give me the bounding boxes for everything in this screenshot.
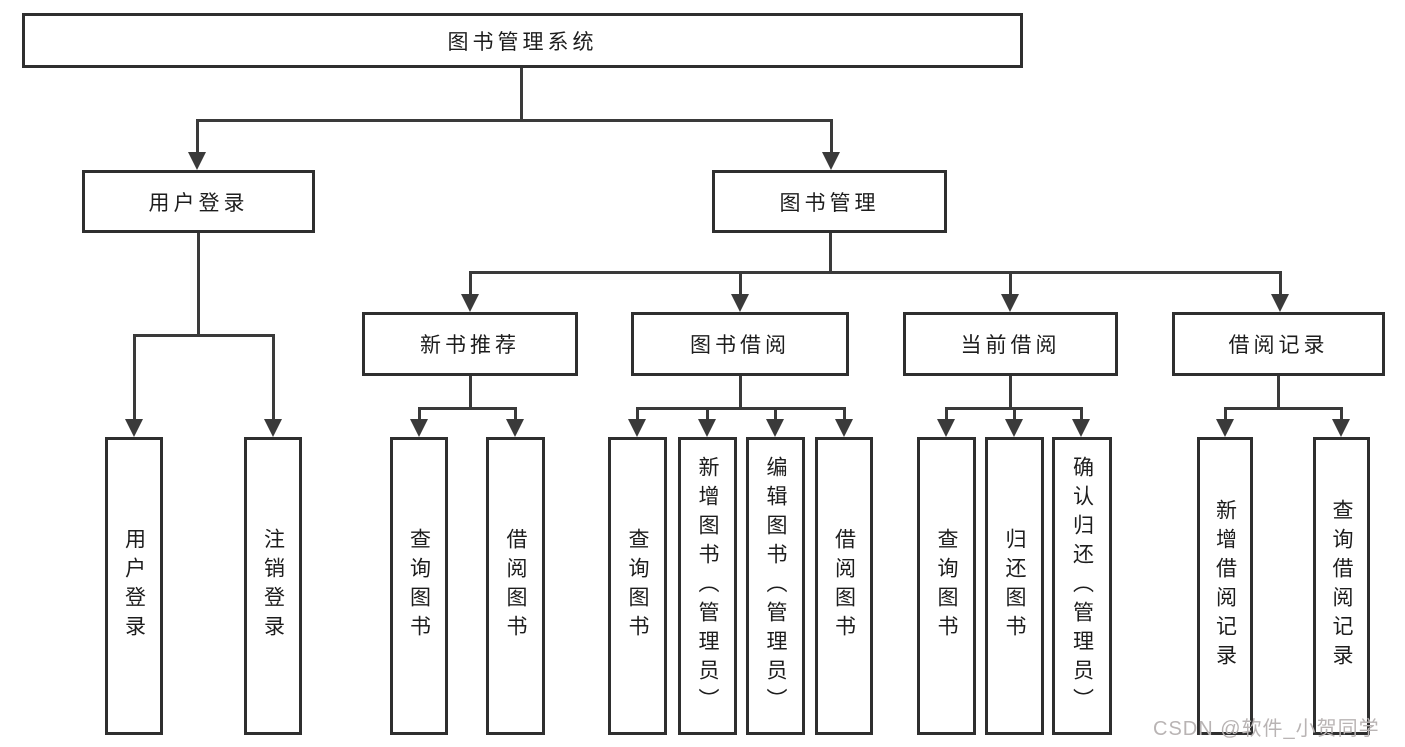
leaf-query-books-current-label: 查询图书 <box>935 528 958 644</box>
leaf-query-borrow-record-label: 查询借阅记录 <box>1330 499 1353 673</box>
node-user-login: 用户登录 <box>82 170 315 233</box>
arrowhead-down-icon <box>628 419 646 437</box>
leaf-logout: 注销登录 <box>244 437 302 735</box>
node-new-book-recommend-label: 新书推荐 <box>420 334 520 357</box>
connector-leaf-drop <box>843 407 846 421</box>
leaf-edit-books-admin: 编辑图书（管理员） <box>746 437 805 735</box>
node-root-label: 图书管理系统 <box>447 30 598 54</box>
arrowhead-down-icon <box>731 294 749 312</box>
connector-records-bar <box>1224 407 1343 410</box>
arrowhead-down-icon <box>822 152 840 170</box>
arrowhead-down-icon <box>506 419 524 437</box>
leaf-confirm-return-admin-label: 确认归还（管理员） <box>1070 455 1094 717</box>
node-current-borrowing: 当前借阅 <box>903 312 1118 376</box>
leaf-query-books-new: 查询图书 <box>390 437 448 735</box>
leaf-edit-books-admin-label: 编辑图书（管理员） <box>764 455 787 717</box>
leaf-borrow-books-borrowing: 借阅图书 <box>815 437 873 735</box>
connector-leaf-drop <box>1080 407 1083 421</box>
node-user-login-label: 用户登录 <box>148 191 249 215</box>
connector-root-stem <box>520 68 523 122</box>
leaf-borrow-books-new-label: 借阅图书 <box>504 528 527 644</box>
arrowhead-down-icon <box>410 419 428 437</box>
connector-new-books-bar <box>418 407 517 410</box>
node-book-borrowing-label: 图书借阅 <box>690 334 790 357</box>
connector-borrowing-bar <box>636 407 846 410</box>
node-root: 图书管理系统 <box>22 13 1023 68</box>
leaf-return-books: 归还图书 <box>985 437 1044 735</box>
connector-level2-bar <box>196 119 833 122</box>
connector-leaf-drop <box>272 334 275 420</box>
leaf-user-login: 用户登录 <box>105 437 163 735</box>
arrowhead-down-icon <box>125 419 143 437</box>
connector-level3-bar <box>469 271 1282 274</box>
arrowhead-down-icon <box>461 294 479 312</box>
leaf-return-books-label: 归还图书 <box>1003 528 1026 644</box>
arrowhead-down-icon <box>1072 419 1090 437</box>
connector-level3-drop <box>739 271 742 297</box>
node-book-management-label: 图书管理 <box>779 191 880 215</box>
connector-level3-drop <box>1279 271 1282 297</box>
connector-level3-drop <box>469 271 472 297</box>
node-current-borrowing-label: 当前借阅 <box>960 334 1061 357</box>
arrowhead-down-icon <box>835 419 853 437</box>
node-borrowing-records: 借阅记录 <box>1172 312 1385 376</box>
node-new-book-recommend: 新书推荐 <box>362 312 578 376</box>
connector-leaf-drop <box>636 407 639 421</box>
node-borrowing-records-label: 借阅记录 <box>1228 334 1329 357</box>
arrowhead-down-icon <box>188 152 206 170</box>
connector-leaf-drop <box>1224 407 1227 421</box>
arrowhead-down-icon <box>1005 419 1023 437</box>
connector-current-stem <box>1009 376 1012 410</box>
leaf-logout-label: 注销登录 <box>261 528 285 644</box>
connector-leaf-drop <box>514 407 517 421</box>
leaf-user-login-label: 用户登录 <box>122 528 146 644</box>
connector-level3-drop <box>1009 271 1012 297</box>
connector-leaf-drop <box>133 334 136 420</box>
connector-user-login-drop <box>196 119 199 153</box>
arrowhead-down-icon <box>264 419 282 437</box>
leaf-add-borrow-record-label: 新增借阅记录 <box>1213 499 1237 673</box>
leaf-borrow-books-borrowing-label: 借阅图书 <box>832 528 856 644</box>
connector-leaf-drop <box>1340 407 1343 421</box>
leaf-borrow-books-new: 借阅图书 <box>486 437 545 735</box>
arrowhead-down-icon <box>766 419 784 437</box>
connector-leaf-drop <box>945 407 948 421</box>
connector-user-login-stem <box>197 233 200 337</box>
connector-borrowing-stem <box>739 376 742 410</box>
node-book-management: 图书管理 <box>712 170 947 233</box>
leaf-add-books-admin-label: 新增图书（管理员） <box>696 455 719 717</box>
arrowhead-down-icon <box>937 419 955 437</box>
leaf-add-borrow-record: 新增借阅记录 <box>1197 437 1253 735</box>
leaf-query-books-borrowing: 查询图书 <box>608 437 667 735</box>
connector-records-stem <box>1277 376 1280 410</box>
arrowhead-down-icon <box>1271 294 1289 312</box>
connector-leaf-drop <box>774 407 777 421</box>
leaf-query-borrow-record: 查询借阅记录 <box>1313 437 1370 735</box>
connector-leaf-drop <box>418 407 421 421</box>
connector-new-books-stem <box>469 376 472 410</box>
connector-user-login-bar <box>133 334 275 337</box>
connector-leaf-drop <box>1013 407 1016 421</box>
leaf-query-books-borrowing-label: 查询图书 <box>626 528 649 644</box>
leaf-query-books-new-label: 查询图书 <box>407 528 431 644</box>
connector-book-mgmt-drop <box>830 119 833 153</box>
watermark-text: CSDN @软件_小贺同学 <box>1153 718 1380 740</box>
leaf-add-books-admin: 新增图书（管理员） <box>678 437 737 735</box>
leaf-query-books-current: 查询图书 <box>917 437 976 735</box>
arrowhead-down-icon <box>1332 419 1350 437</box>
connector-book-mgmt-stem <box>829 233 832 274</box>
arrowhead-down-icon <box>1216 419 1234 437</box>
leaf-confirm-return-admin: 确认归还（管理员） <box>1052 437 1112 735</box>
connector-leaf-drop <box>706 407 709 421</box>
node-book-borrowing: 图书借阅 <box>631 312 849 376</box>
arrowhead-down-icon <box>698 419 716 437</box>
arrowhead-down-icon <box>1001 294 1019 312</box>
